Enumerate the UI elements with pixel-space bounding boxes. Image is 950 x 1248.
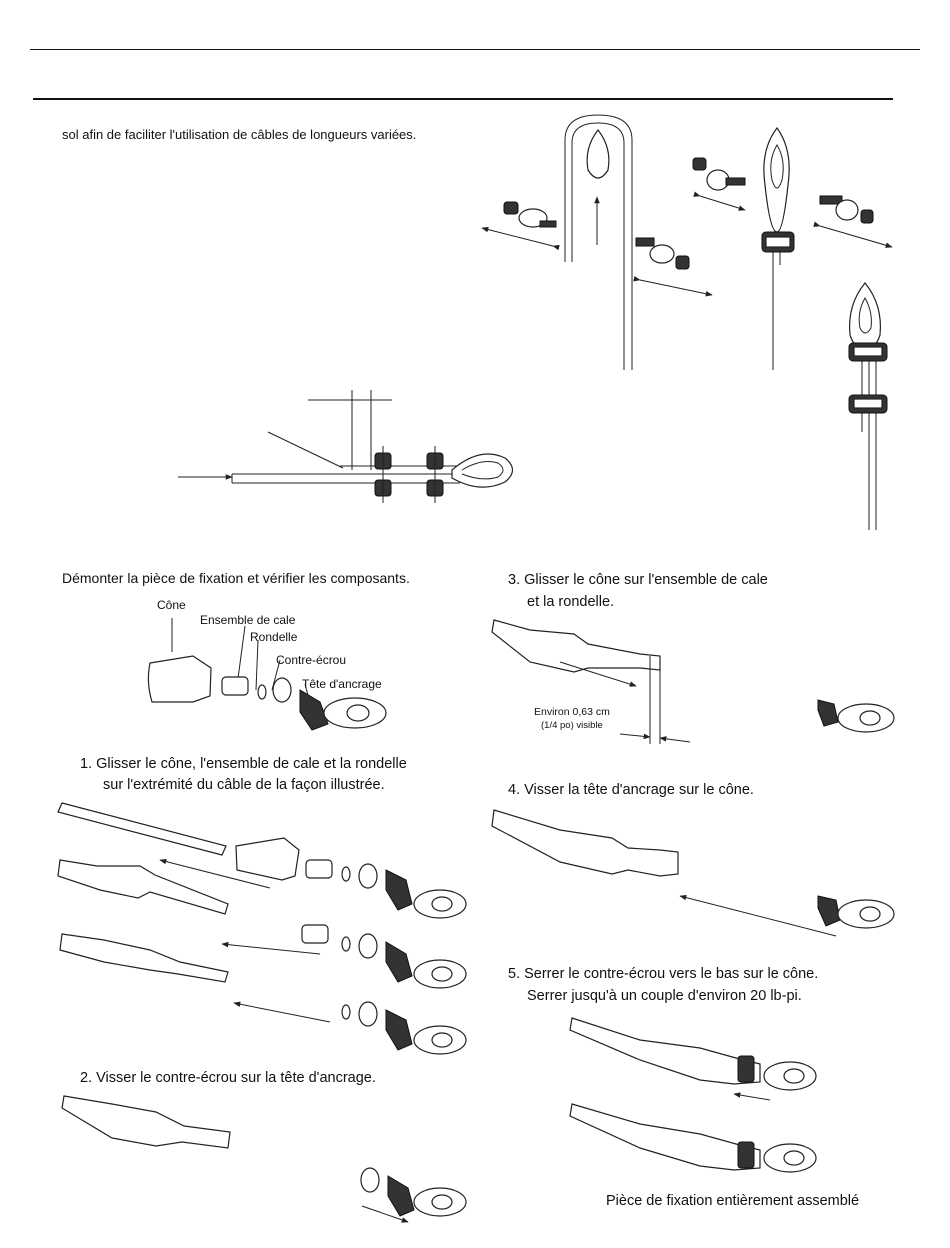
left-heading: Démonter la pièce de fixation et vérifie…	[62, 570, 410, 586]
step3-illustration	[491, 619, 895, 744]
label-cone: Cône	[157, 598, 186, 612]
exploded-parts-illustration	[147, 618, 387, 731]
step1-line1: 1. Glisser le cône, l'ensemble de cale e…	[80, 756, 407, 772]
cable-thimble-clip-illustration	[692, 126, 893, 370]
label-rondelle: Rondelle	[250, 630, 298, 644]
step1-line2: sur l'extrémité du câble de la façon ill…	[103, 777, 385, 793]
clip-spacing-illustration	[178, 390, 514, 503]
top-rule	[30, 49, 920, 50]
dim-label-line1: Environ 0,63 cm	[534, 706, 610, 718]
step4-illustration	[491, 809, 895, 937]
label-ensemble-de-cale: Ensemble de cale	[200, 613, 296, 627]
step3-line2: et la rondelle.	[527, 594, 615, 610]
step3-line1: 3. Glisser le cône sur l'ensemble de cal…	[508, 572, 768, 588]
assembled-caption: Pièce de fixation entièrement assemblé	[606, 1193, 860, 1209]
step5-illustration	[569, 1017, 817, 1173]
header-rule	[33, 98, 893, 100]
step2-illustration	[61, 1095, 467, 1223]
step1-illustration	[57, 802, 467, 1055]
label-tete-ancrage: Tête d'ancrage	[302, 677, 382, 691]
cable-loop-illustration	[481, 114, 713, 370]
step5-line2: Serrer jusqu'à un couple d'environ 20 lb…	[527, 988, 802, 1004]
label-contre-ecrou: Contre-écrou	[276, 653, 347, 667]
step2-text: 2. Visser le contre-écrou sur la tête d'…	[80, 1070, 376, 1086]
step4-text: 4. Visser la tête d'ancrage sur le cône.	[508, 782, 754, 798]
assembled-thimble-illustration	[848, 282, 888, 530]
intro-text: sol afin de faciliter l'utilisation de c…	[62, 127, 417, 142]
dim-label-line2: (1/4 po) visible	[541, 720, 603, 731]
step5-line1: 5. Serrer le contre-écrou vers le bas su…	[508, 966, 819, 982]
